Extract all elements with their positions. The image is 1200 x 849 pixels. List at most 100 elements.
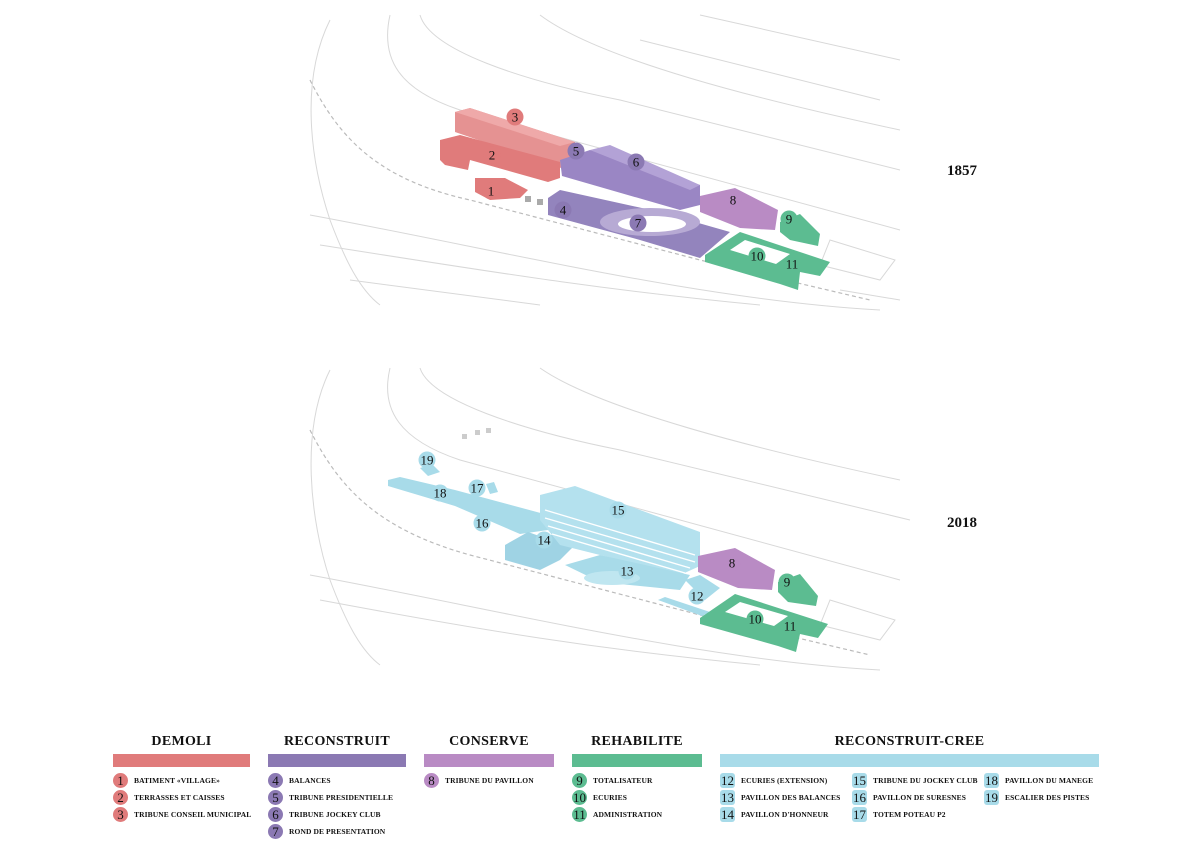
legend-item-7: 7 ROND DE PRESENTATION: [268, 824, 385, 839]
building-marker-17: 17: [468, 479, 486, 497]
legend-item-label: TERRASSES ET CAISSES: [134, 793, 225, 802]
building-marker-2: 2: [483, 146, 501, 164]
legend-number-badge: 1: [113, 773, 128, 788]
legend-number-badge: 19: [984, 790, 999, 805]
legend-conserve: CONSERVE 8 TRIBUNE DU PAVILLON: [424, 732, 554, 788]
legend-item-label: BATIMENT «VILLAGE»: [134, 776, 220, 785]
legend-number-badge: 14: [720, 807, 735, 822]
building-marker-6: 6: [627, 153, 645, 171]
legend-color-bar: [572, 754, 702, 767]
legend-item-label: TOTEM POTEAU P2: [873, 810, 946, 819]
building-marker-16: 16: [473, 514, 491, 532]
legend-item-label: ESCALIER DES PISTES: [1005, 793, 1090, 802]
legend-number-badge: 9: [572, 773, 587, 788]
legend-item-18: 18 PAVILLON DU MANEGE: [984, 773, 1093, 788]
building-2-terrasses: [440, 135, 560, 182]
legend-number-badge: 7: [268, 824, 283, 839]
building-marker-3: 3: [506, 108, 524, 126]
legend-item-16: 16 PAVILLON DE SURESNES: [852, 790, 966, 805]
legend-color-bar: [268, 754, 406, 767]
building-marker-4: 4: [554, 201, 572, 219]
year-label-2018: 2018: [947, 515, 977, 531]
legend-item-label: TOTALISATEUR: [593, 776, 653, 785]
building-marker-9: 9: [778, 573, 796, 591]
building-marker-19: 19: [418, 451, 436, 469]
legend-item-19: 19 ESCALIER DES PISTES: [984, 790, 1089, 805]
legend-item-label: PAVILLON DES BALANCES: [741, 793, 841, 802]
legend-item-label: PAVILLON DU MANEGE: [1005, 776, 1094, 785]
legend-number-badge: 2: [113, 790, 128, 805]
site-context-lines-1857: [309, 14, 901, 311]
legend-number-badge: 4: [268, 773, 283, 788]
legend-item-2: 2 TERRASSES ET CAISSES: [113, 790, 225, 805]
legend-item-label: PAVILLON DE SURESNES: [873, 793, 966, 802]
legend-color-bar: [424, 754, 554, 767]
legend-number-badge: 12: [720, 773, 735, 788]
legend-item-3: 3 TRIBUNE CONSEIL MUNICIPAL: [113, 807, 251, 822]
building-6-tribune-jockey: [560, 150, 700, 210]
legend-item-9: 9 TOTALISATEUR: [572, 773, 653, 788]
legend-item-label: TRIBUNE CONSEIL MUNICIPAL: [134, 810, 252, 819]
legend-demoli: DEMOLI 1 BATIMENT «VILLAGE» 2 TERRASSES ET …: [113, 732, 251, 822]
legend-item-10: 10 ECURIES: [572, 790, 627, 805]
legend-number-badge: 3: [113, 807, 128, 822]
building-marker-12: 12: [688, 587, 706, 605]
legend-item-17: 17 TOTEM POTEAU P2: [852, 807, 946, 822]
year-label-1857: 1857: [947, 163, 977, 179]
legend-rehabilite: REHABILITE 9 TOTALISATEUR 10 ECURIES 11 ADMIN…: [572, 732, 702, 822]
building-marker-10: 10: [748, 247, 766, 265]
building-marker-10: 10: [746, 610, 764, 628]
legend-item-label: TRIBUNE DU PAVILLON: [445, 776, 534, 785]
legend-number-badge: 17: [852, 807, 867, 822]
legend-item-label: TRIBUNE PRESIDENTIELLE: [289, 793, 394, 802]
legend-item-5: 5 TRIBUNE PRESIDENTIELLE: [268, 790, 393, 805]
building-marker-14: 14: [535, 531, 553, 549]
legend-item-label: ADMINISTRATION: [593, 810, 663, 819]
legend-number-badge: 16: [852, 790, 867, 805]
building-18-16-manege-suresnes: [388, 477, 548, 534]
building-15-tribune-jockey: [540, 486, 700, 575]
building-3-tribune-conseil: [455, 108, 575, 168]
legend-number-badge: 18: [984, 773, 999, 788]
building-marker-11: 11: [783, 255, 801, 273]
building-8-tribune-pavillon: [700, 188, 778, 230]
legend-number-badge: 6: [268, 807, 283, 822]
building-marker-13: 13: [618, 562, 636, 580]
site-diagrams: [309, 14, 911, 671]
legend-item-label: ECURIES: [593, 793, 628, 802]
building-marker-15: 15: [609, 501, 627, 519]
legend-number-badge: 13: [720, 790, 735, 805]
legend-number-badge: 10: [572, 790, 587, 805]
legend-title: DEMOLI: [151, 734, 212, 749]
legend-color-bar: [113, 754, 250, 767]
building-12-ecuries-extension: [685, 575, 720, 600]
building-marker-8: 8: [723, 554, 741, 572]
legend-title: CONSERVE: [449, 734, 529, 749]
legend-item-13: 13 PAVILLON DES BALANCES: [720, 790, 840, 805]
legend-number-badge: 11: [572, 807, 587, 822]
legend-item-label: PAVILLON D'HONNEUR: [741, 810, 829, 819]
building-marker-1: 1: [482, 182, 500, 200]
track-dashed-line-1857: [309, 79, 871, 301]
building-marker-5: 5: [567, 142, 585, 160]
legend-item-11: 11 ADMINISTRATION: [572, 807, 662, 822]
legend-item-8: 8 TRIBUNE DU PAVILLON: [424, 773, 534, 788]
legend-item-14: 14 PAVILLON D'HONNEUR: [720, 807, 829, 822]
legend-number-badge: 8: [424, 773, 439, 788]
legend-title: RECONSTRUIT: [284, 734, 390, 749]
building-17-totem: [486, 482, 498, 494]
site-context-lines-2018: [309, 367, 911, 671]
legend-item-6: 6 TRIBUNE JOCKEY CLUB: [268, 807, 381, 822]
legend-number-badge: 15: [852, 773, 867, 788]
legend-title: REHABILITE: [591, 734, 683, 749]
legend-number-badge: 5: [268, 790, 283, 805]
building-marker-18: 18: [431, 484, 449, 502]
legend-item-label: ROND DE PRESENTATION: [289, 827, 386, 836]
legend-title: RECONSTRUIT-CREE: [834, 734, 985, 749]
building-marker-9: 9: [780, 210, 798, 228]
legend-item-label: TRIBUNE JOCKEY CLUB: [289, 810, 381, 819]
legend-item-1: 1 BATIMENT «VILLAGE»: [113, 773, 220, 788]
